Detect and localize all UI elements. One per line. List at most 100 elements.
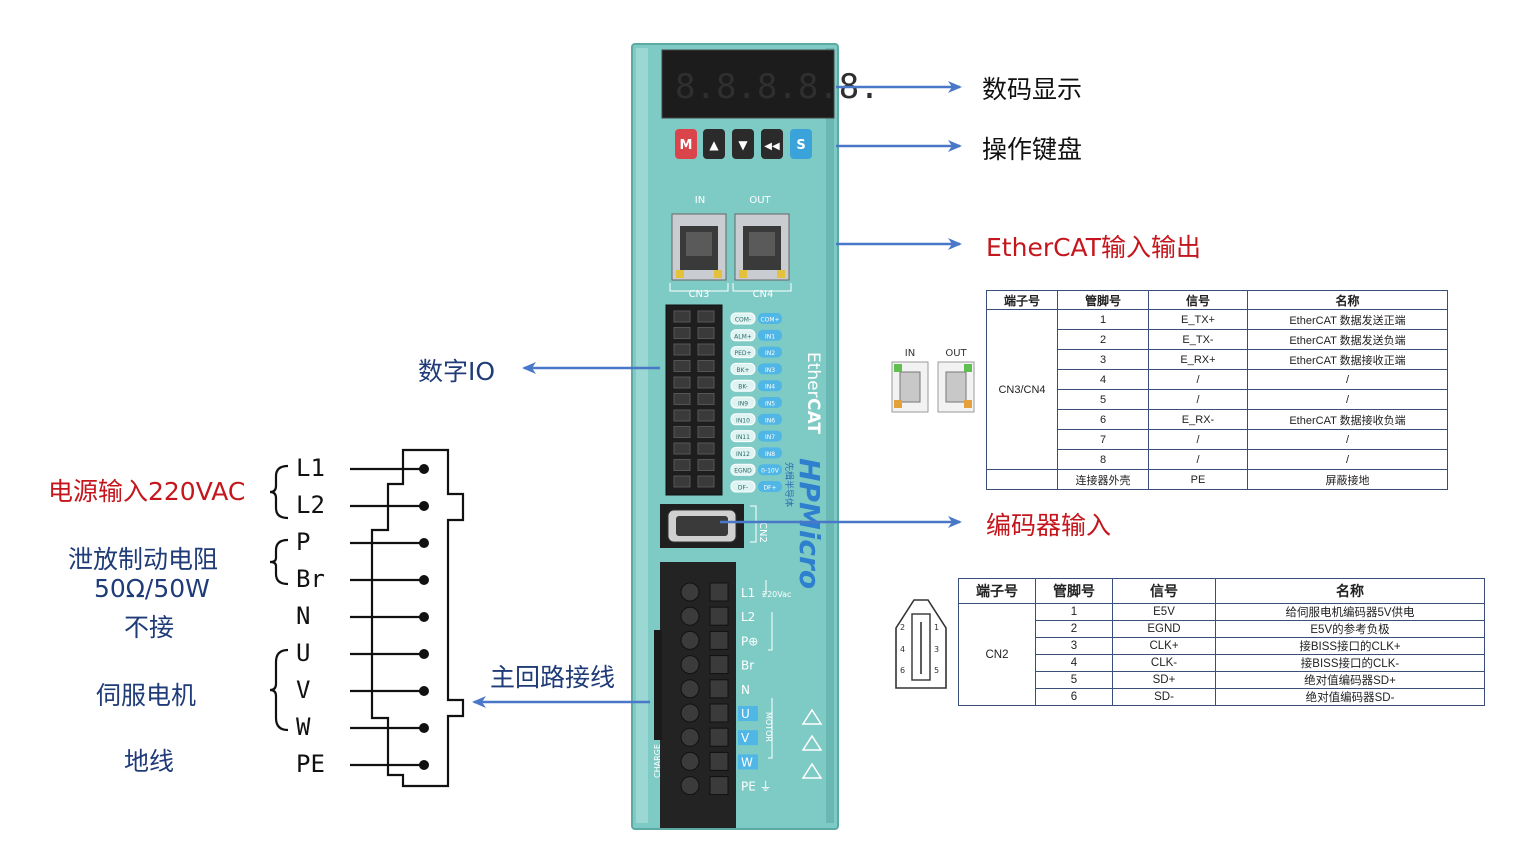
io-pin	[697, 327, 715, 339]
io-right-label: IN4	[765, 384, 775, 391]
table-cell: /	[1247, 389, 1448, 410]
terminal-label: U	[296, 639, 311, 667]
terminal-screw[interactable]	[680, 679, 700, 699]
power-terminal-label: L1	[741, 586, 755, 600]
key-s[interactable]	[790, 129, 812, 159]
brand-hpmicro-logo: HPMicro 先楫半导体	[783, 458, 826, 589]
label-brake-line1: 泄放制动电阻	[68, 545, 219, 574]
key-m[interactable]	[675, 129, 697, 159]
io-pin	[673, 393, 691, 405]
table-cell: 1	[1035, 603, 1113, 621]
terminal-label: PE	[296, 750, 325, 778]
charge-label: CHARGE	[653, 744, 662, 778]
brand-cat: CAT	[803, 398, 823, 434]
table-cell: EtherCAT 数据发送负端	[1247, 329, 1448, 350]
terminal-clamp	[709, 751, 729, 771]
io-left-pill	[730, 379, 756, 392]
table-cell: 2	[1057, 329, 1149, 350]
terminal-clamp	[709, 703, 729, 723]
terminal-screw[interactable]	[680, 606, 700, 626]
col-signal: 信号	[1112, 578, 1216, 604]
power-terminal-screws	[680, 582, 729, 796]
motor-terminal-badge	[738, 754, 758, 770]
motor-terminal-badge	[738, 730, 758, 746]
io-pin	[697, 475, 715, 488]
terminal-screw[interactable]	[680, 630, 700, 650]
io-right-label: IN7	[765, 434, 775, 441]
table-cell: 屏蔽接地	[1247, 469, 1448, 490]
digital-display: 8.8.8.8.8.	[661, 49, 880, 119]
key-down[interactable]	[732, 129, 754, 159]
port-cell: CN3/CN4	[986, 309, 1058, 470]
terminal-clamp	[709, 630, 729, 650]
io-left-label: IN12	[736, 451, 750, 458]
table-cell: 给伺服电机编码器5V供电	[1215, 603, 1485, 621]
brand-ethercat: Ether CAT	[803, 352, 823, 434]
io-pin-grid	[673, 310, 715, 488]
terminal-screw[interactable]	[680, 776, 700, 796]
terminal-label: Br	[296, 565, 325, 593]
io-pin	[673, 327, 691, 339]
terminal-clamp	[709, 582, 729, 602]
enc-pin-1: 1	[934, 623, 939, 632]
io-pin	[697, 426, 715, 438]
terminal-screw[interactable]	[680, 582, 700, 602]
io-right-pill	[758, 464, 782, 476]
terminal-dot	[419, 760, 429, 770]
label-power-input: 电源输入220VAC	[48, 477, 246, 506]
io-pin	[697, 442, 715, 455]
table-cell: E5V	[1112, 603, 1216, 621]
terminal-screw[interactable]	[680, 751, 700, 771]
jack-out-label: OUT	[945, 348, 967, 359]
cn2-label: CN2	[757, 522, 768, 543]
key-up[interactable]	[703, 129, 725, 159]
table-cell: SD+	[1112, 671, 1216, 689]
terminal-label: V	[296, 676, 311, 704]
table-cell: EtherCAT 数据接收正端	[1247, 349, 1448, 370]
terminal-clamp	[709, 655, 729, 675]
terminal-screw[interactable]	[680, 727, 700, 747]
io-right-pill	[758, 413, 782, 425]
enc-pin-4: 4	[900, 645, 905, 654]
key-shift[interactable]	[761, 129, 783, 159]
table-row: 4//	[987, 369, 1448, 390]
io-left-pill	[730, 396, 756, 409]
io-right-pill	[758, 346, 782, 358]
vac-label: 220Vac	[762, 590, 791, 599]
io-right-label: 0-10V	[761, 468, 780, 475]
power-terminal-label: L2	[741, 610, 755, 624]
io-left-label: COM-	[735, 317, 751, 324]
encoder-pinout-icon: 2 1 4 3 6 5	[895, 599, 947, 689]
io-pin	[697, 376, 715, 389]
terminal-screw[interactable]	[680, 703, 700, 723]
col-signal: 信号	[1148, 290, 1248, 310]
io-left-pill	[730, 329, 756, 342]
callout-display: 数码显示	[982, 75, 1083, 104]
port-out-label: OUT	[749, 195, 771, 206]
io-right-pill	[758, 447, 782, 459]
table-cell: 绝对值编码器SD-	[1215, 688, 1485, 706]
io-left-pill	[730, 312, 756, 325]
connector-outline	[370, 448, 465, 788]
brand-logo: HPMicro	[793, 458, 826, 589]
io-left-label: BK-	[738, 384, 748, 391]
table-cell: E_TX-	[1148, 329, 1248, 350]
table-cell: 2	[1035, 620, 1113, 638]
io-pin	[697, 310, 715, 323]
brace-motor	[269, 648, 289, 732]
io-right-pill	[758, 481, 782, 492]
table-cell: /	[1148, 369, 1248, 390]
io-right-label: DF+	[763, 485, 776, 492]
io-right-label: IN6	[765, 417, 775, 424]
terminal-dot	[419, 612, 429, 622]
terminal-screw[interactable]	[680, 655, 700, 675]
enc-pin-5: 5	[934, 666, 939, 675]
callout-encoder: 编码器输入	[986, 511, 1112, 540]
port-cell	[986, 469, 1058, 490]
table-cell: EtherCAT 数据发送正端	[1247, 309, 1448, 330]
ethercat-ports: IN OUT CN3 CN4	[669, 195, 792, 300]
